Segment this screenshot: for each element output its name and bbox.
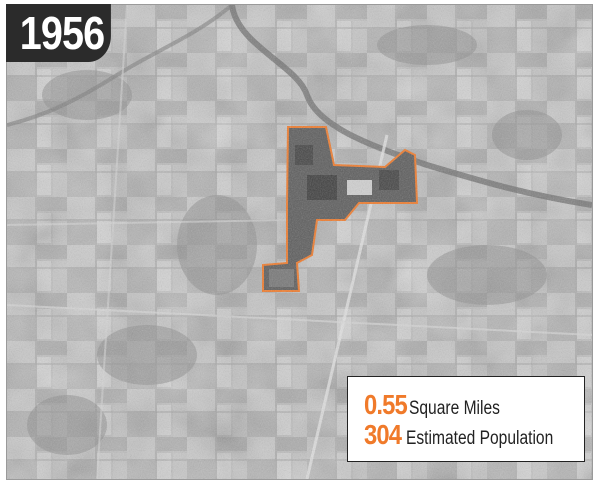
stats-box: 0.55 Square Miles 304 Estimated Populati… — [347, 376, 585, 462]
population-label: Estimated Population — [405, 428, 553, 449]
area-value: 0.55 — [364, 389, 408, 420]
area-label: Square Miles — [408, 398, 500, 419]
year-label: 1956 — [6, 4, 111, 62]
population-value: 304 — [364, 419, 402, 450]
population-stat: 304 Estimated Population — [364, 419, 584, 450]
area-stat: 0.55 Square Miles — [364, 389, 584, 420]
